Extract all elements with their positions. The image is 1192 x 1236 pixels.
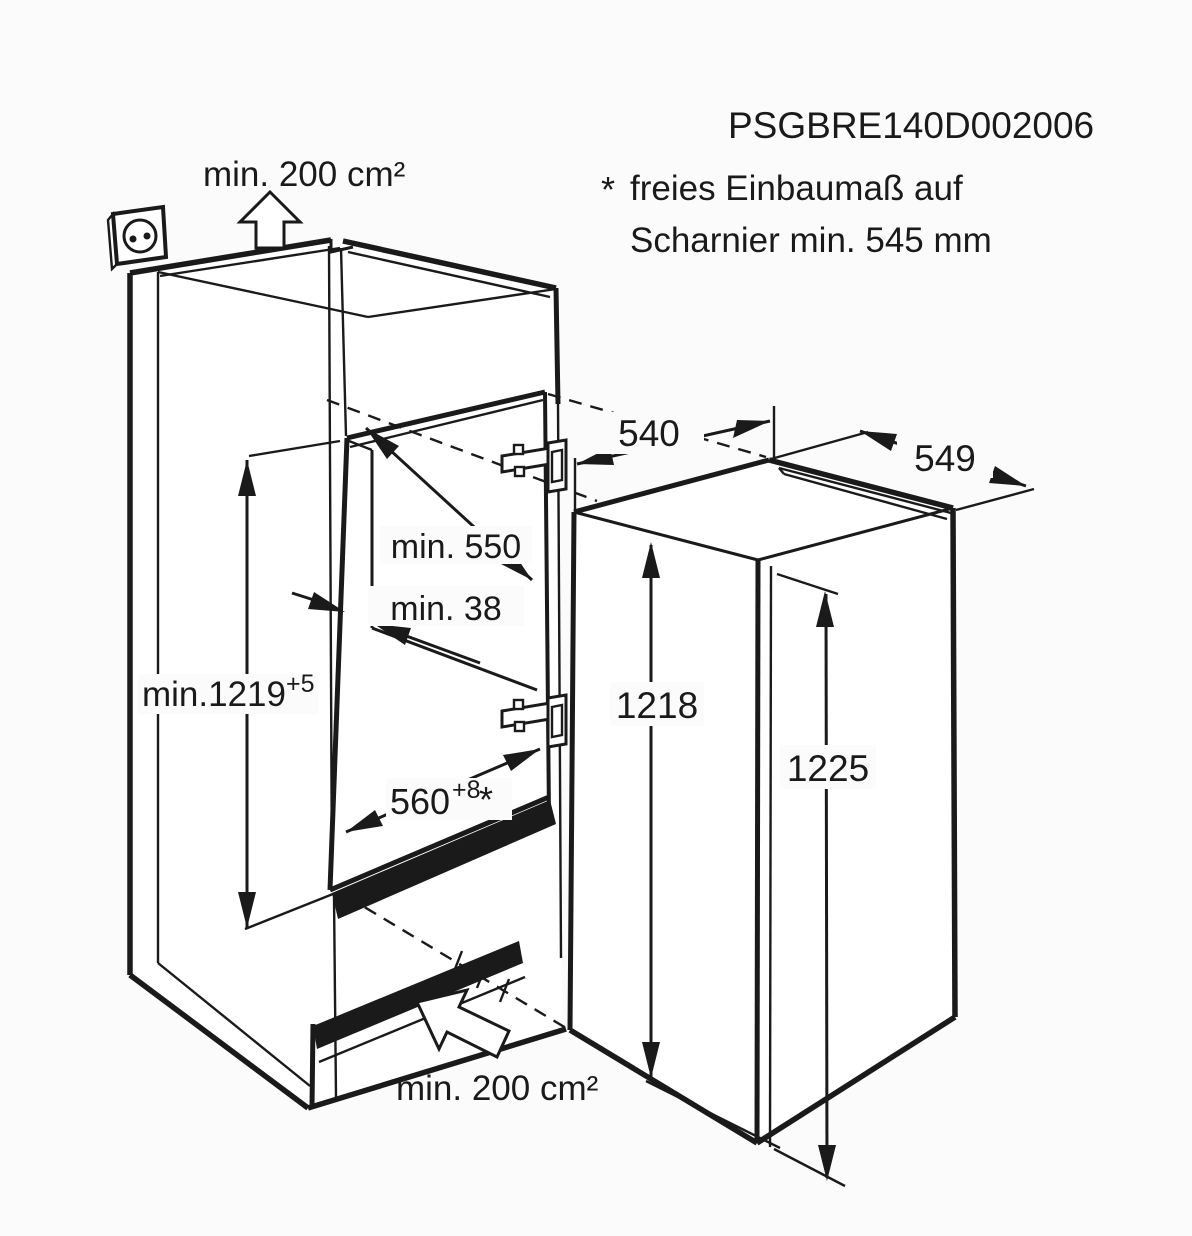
power-socket-icon — [106, 204, 169, 272]
vent-slot-upper — [332, 800, 556, 919]
airflow-arrow-top-icon — [236, 189, 304, 250]
dim-appliance-height: 1218 — [610, 542, 781, 1150]
dim-niche-floor-width: 560 +8 * — [345, 747, 541, 834]
dim-niche-width: 540 — [573, 406, 776, 516]
airflow-arrow-bottom-icon — [414, 987, 511, 1060]
dim-niche-depth: min. 550 — [364, 426, 534, 582]
dim-door-wall-gap: min. 38 — [291, 586, 524, 665]
dim-niche-height-label: min.1219 — [142, 675, 286, 714]
dim-appliance-depth-label: 549 — [914, 438, 976, 479]
vent-grille-plinth — [313, 941, 523, 1049]
hinge-lower — [500, 693, 568, 749]
dim-niche-depth-label: min. 550 — [391, 528, 521, 566]
footnote-line1: freies Einbaumaß auf — [630, 169, 963, 208]
hinge-upper — [500, 438, 568, 494]
appliance — [567, 457, 958, 1148]
dim-niche-height: min.1219 +5 — [138, 439, 341, 931]
footnote-line2: Scharnier min. 545 mm — [630, 221, 992, 260]
vent-bottom-label: min. 200 cm² — [396, 1069, 598, 1108]
dim-appliance-door-height: 1225 — [773, 572, 876, 1188]
dim-appliance-door-height-label: 1225 — [787, 748, 869, 789]
dim-niche-floor-width-footnote-marker: * — [479, 779, 493, 820]
vent-top-label: min. 200 cm² — [203, 155, 405, 194]
dim-door-wall-gap-label: min. 38 — [390, 590, 502, 628]
dim-appliance-depth: 549 — [770, 429, 1035, 512]
footnote-marker: * — [601, 169, 615, 210]
dim-niche-floor-width-tolerance: +8 — [452, 776, 481, 804]
footnote: * freies Einbaumaß auf Scharnier min. 54… — [601, 169, 992, 260]
dim-niche-width-label: 540 — [618, 413, 680, 454]
document-code: PSGBRE140D002006 — [728, 105, 1094, 146]
dim-niche-floor-width-label: 560 — [390, 781, 450, 822]
niche-opening — [309, 389, 556, 1108]
dim-niche-height-tolerance: +5 — [286, 670, 315, 698]
dim-appliance-height-label: 1218 — [616, 685, 698, 726]
